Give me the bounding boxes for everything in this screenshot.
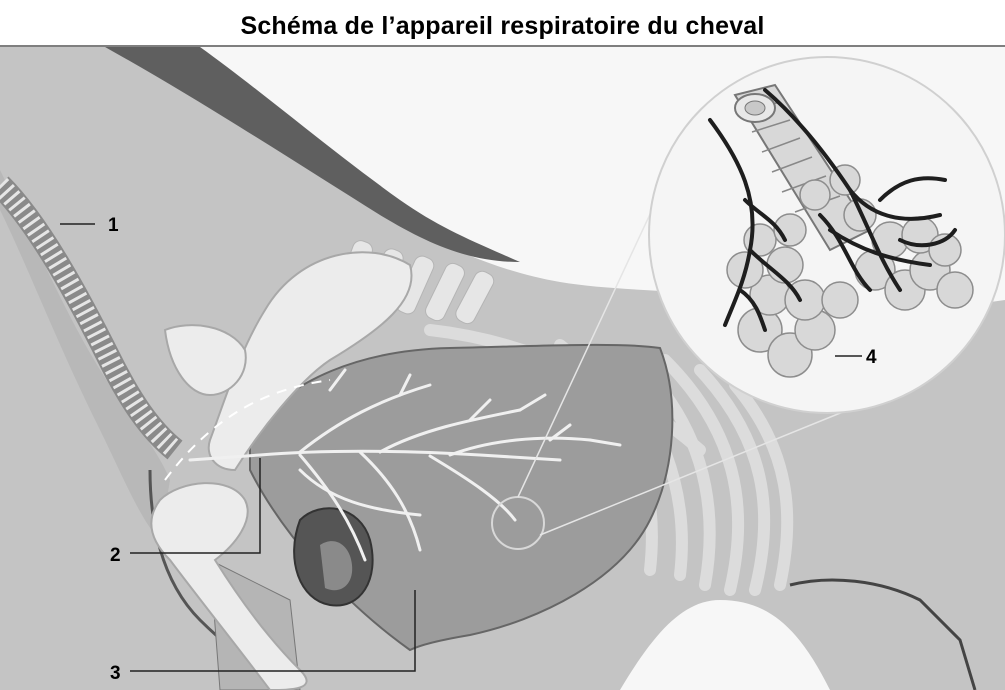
label-3: 3	[110, 663, 121, 684]
label-2: 2	[110, 545, 121, 566]
magnified-alveoli	[649, 57, 1005, 413]
label-1: 1	[108, 215, 119, 236]
label-4: 4	[866, 347, 877, 368]
